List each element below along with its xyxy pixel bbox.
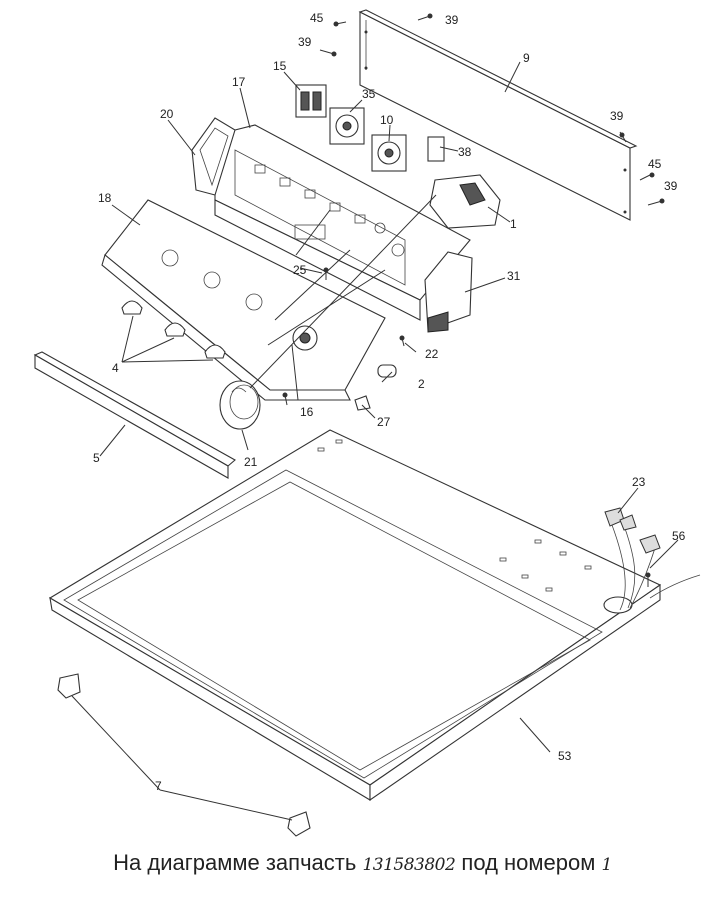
wire-harness-part-23 (604, 507, 701, 611)
callout-22: 22 (425, 347, 439, 361)
callout-10: 10 (380, 113, 394, 127)
callout-27: 27 (377, 415, 391, 429)
callout-15: 15 (273, 59, 287, 73)
small-parts (282, 267, 405, 411)
callout-53: 53 (558, 749, 572, 763)
control-console-part-17 (214, 124, 471, 321)
buttons-part-4 (121, 300, 226, 359)
callout-2: 2 (418, 377, 425, 391)
callout-25: 25 (293, 263, 307, 277)
callout-18: 18 (98, 191, 112, 205)
callout-21: 21 (244, 455, 258, 469)
callout-1: 1 (510, 217, 517, 231)
caption-prefix: На диаграмме запчасть (113, 850, 357, 875)
timer-part-35 (329, 107, 365, 145)
knob-part-21 (219, 380, 261, 430)
left-end-cap-part-20 (191, 117, 236, 196)
module-part-1 (429, 174, 501, 229)
front-panel-part-18 (101, 199, 386, 401)
right-end-cap-part-31 (424, 251, 473, 333)
switch-part-38 (427, 136, 445, 162)
callout-35: 35 (362, 87, 376, 101)
callout-39-c: 39 (610, 109, 624, 123)
callout-20: 20 (160, 107, 174, 121)
callout-45-b: 45 (648, 157, 662, 171)
callout-23: 23 (632, 475, 646, 489)
screws-39-45 (319, 13, 665, 206)
callout-9: 9 (523, 51, 530, 65)
switch-part-15 (295, 84, 327, 118)
callout-31: 31 (507, 269, 521, 283)
callout-39-d: 39 (664, 179, 678, 193)
caption: На диаграмме запчасть 131583802 под номе… (0, 850, 725, 876)
callout-7: 7 (155, 779, 162, 793)
top-panel-part-53 (48, 429, 662, 802)
callout-39-b: 39 (298, 35, 312, 49)
trim-strip-part-5 (33, 351, 236, 479)
caption-part-number: 131583802 (362, 855, 456, 875)
leader-lines (71, 61, 679, 821)
callout-45-a: 45 (310, 11, 324, 25)
rear-panel-part-9 (358, 9, 638, 221)
callout-17: 17 (232, 75, 246, 89)
clips-part-7 (57, 673, 311, 837)
callout-38: 38 (458, 145, 472, 159)
callout-5: 5 (93, 451, 100, 465)
callout-labels: 1 2 4 5 7 9 10 15 16 17 18 20 21 22 23 2… (93, 11, 686, 793)
callout-56: 56 (672, 529, 686, 543)
callout-4: 4 (112, 361, 119, 375)
callout-16: 16 (300, 405, 314, 419)
caption-item-number: 1 (601, 855, 613, 875)
caption-middle: под номером (461, 850, 596, 875)
callout-39-a: 39 (445, 13, 459, 27)
